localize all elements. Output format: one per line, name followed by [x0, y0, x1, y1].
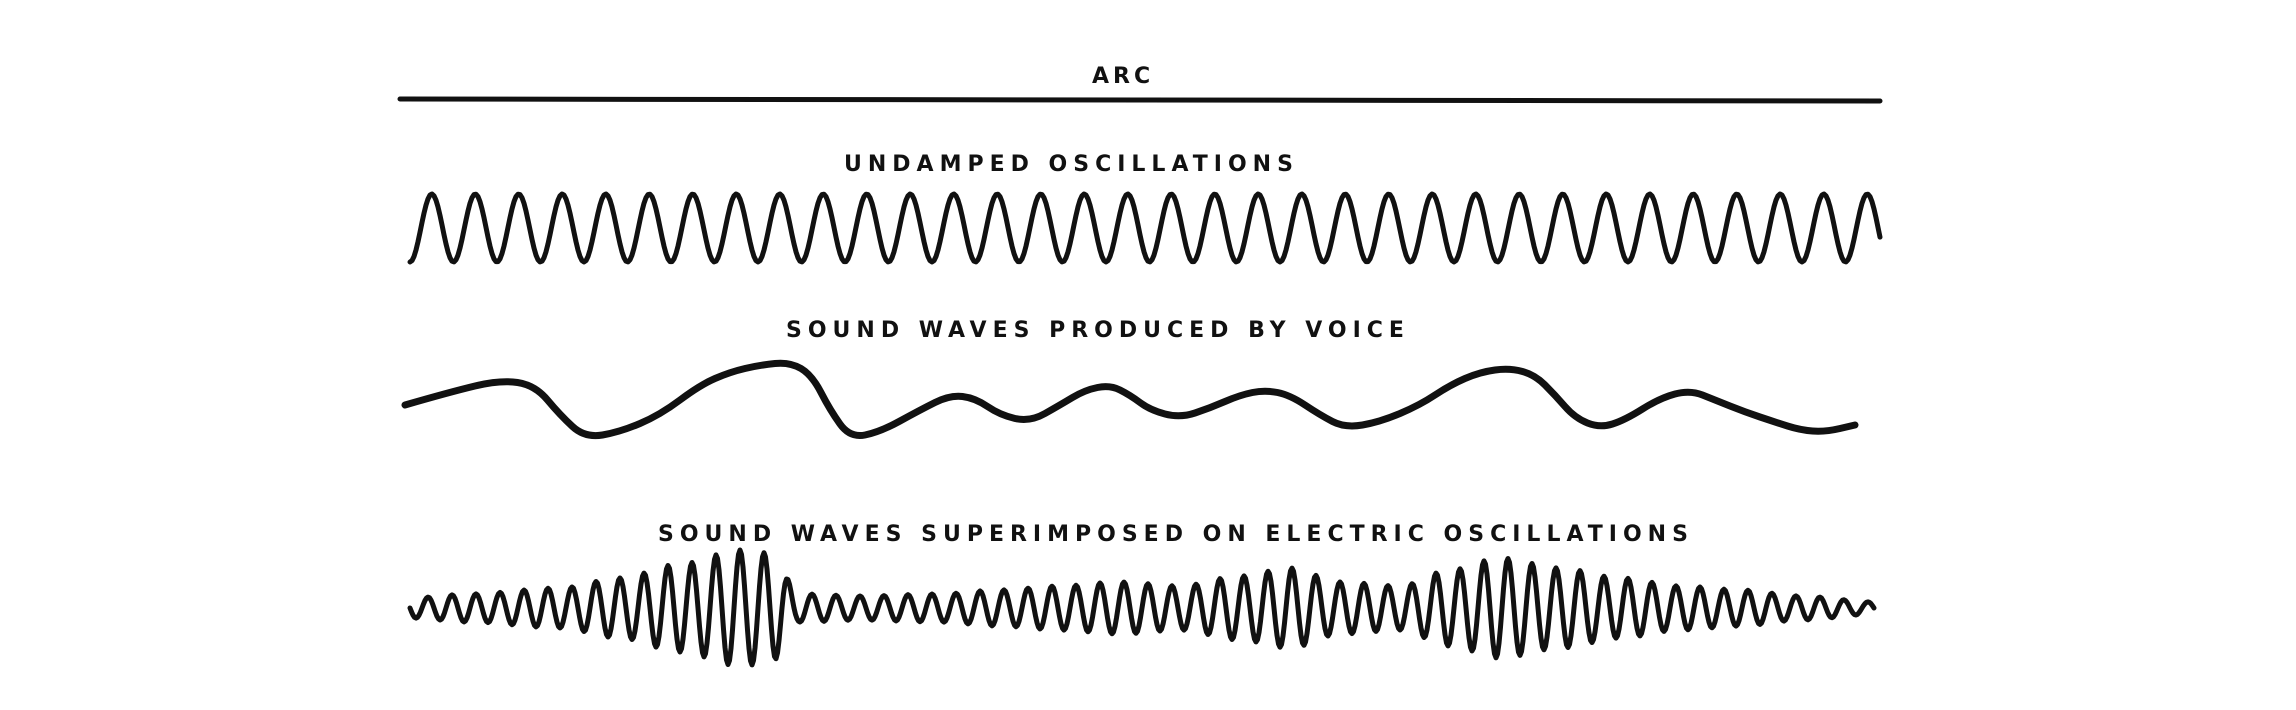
- voice-sound-waves-label: SOUND WAVES PRODUCED BY VOICE: [786, 318, 1410, 343]
- arc-line: [397, 96, 1883, 104]
- superimposed-waves-label: SOUND WAVES SUPERIMPOSED ON ELECTRIC OSC…: [658, 522, 1694, 547]
- arc-label: ARC: [1092, 64, 1155, 89]
- superimposed-wave: [407, 547, 1877, 668]
- voice-sound-wave: [401, 359, 1859, 440]
- undamped-oscillation-wave: [407, 191, 1883, 265]
- undamped-oscillations-label: UNDAMPED OSCILLATIONS: [844, 152, 1299, 177]
